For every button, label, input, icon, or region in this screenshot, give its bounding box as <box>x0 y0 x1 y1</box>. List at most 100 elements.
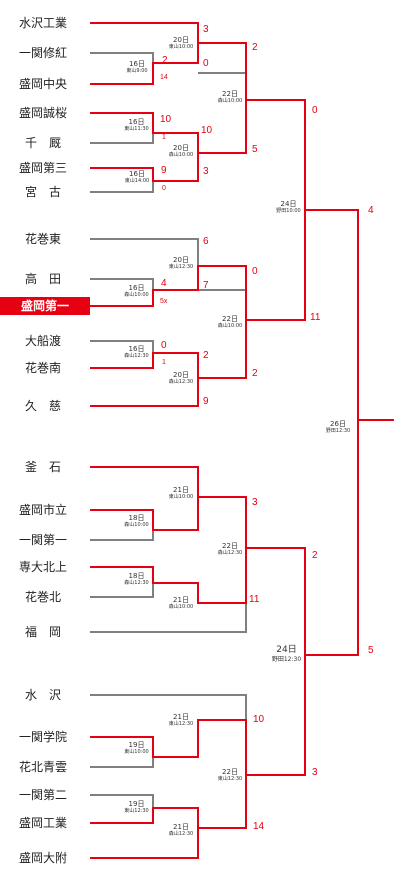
line-sendaikitakami <box>90 420 359 656</box>
game-label: 16日東山11:30 <box>124 118 149 132</box>
line-kamaishi <box>90 466 247 548</box>
team-ichinosekigakuin: 一関学院 <box>18 730 67 744</box>
team-hanamakihigashi: 花巻東 <box>24 232 61 246</box>
line-ichinoseki2 <box>90 794 154 808</box>
team-moriokachuo: 盛岡中央 <box>18 77 67 91</box>
line-mizusawakogyo <box>90 22 247 100</box>
score: 11 <box>249 594 260 605</box>
score: 11 <box>310 312 321 323</box>
team-ichinosekidaiichi: 一関第一 <box>18 533 67 547</box>
line-kuji <box>90 378 199 407</box>
game-label: 21日森山10:00 <box>168 596 194 610</box>
line-takata <box>90 278 154 290</box>
score: 2 <box>312 550 318 561</box>
game-label: 20日東山10:00 <box>168 36 194 50</box>
line-moriokadaiichi <box>90 210 306 321</box>
line-moriokashiritsu <box>90 497 199 531</box>
line-moriokakogyo <box>90 775 247 829</box>
team-ichinosekishuko: 一関修紅 <box>18 46 67 60</box>
line-g10-loser <box>246 99 306 210</box>
score: 0 <box>203 58 209 69</box>
line-senmaya <box>90 133 154 144</box>
line-moriokadaifu <box>90 828 199 859</box>
game-label: 16日東山9:00 <box>126 60 148 74</box>
team-sendaikitakami: 専大北上 <box>18 560 67 574</box>
score: 10 <box>253 714 265 725</box>
team-miyako: 宮 古 <box>24 185 61 199</box>
team-mizusawakogyo: 水沢工業 <box>18 16 67 30</box>
team-moriokakogyo: 盛岡工業 <box>18 816 67 830</box>
score: 9 <box>161 165 167 176</box>
game-label: 19日東山12:30 <box>124 800 149 814</box>
team-moriokadaisan: 盛岡第三 <box>18 161 67 175</box>
team-ofunato: 大船渡 <box>24 334 61 348</box>
team-moriokadaifu: 盛岡大附 <box>18 851 67 865</box>
score: 0 <box>162 185 166 192</box>
game-label: 24日野田10:00 <box>276 200 301 214</box>
team-moriokashiritsu: 盛岡市立 <box>18 503 67 517</box>
team-mizusawa: 水 沢 <box>24 688 61 702</box>
team-ichinosekidaini: 一関第二 <box>18 788 67 802</box>
score: 9 <box>203 396 209 407</box>
line-moriokadaisan <box>90 153 199 182</box>
team-fukuoka: 福 岡 <box>24 625 61 639</box>
team-kuji: 久 慈 <box>24 399 61 413</box>
game-label: 18日森山10:00 <box>124 514 149 528</box>
line-g10-winner <box>246 99 359 420</box>
score: 3 <box>252 497 258 508</box>
game-label: 16日東山14:00 <box>124 170 150 184</box>
game-label: 18日森山12:30 <box>124 572 149 586</box>
score: 1 <box>162 359 166 366</box>
score: 2 <box>203 350 209 361</box>
line-moriokaseio <box>90 100 247 154</box>
score: 10 <box>201 125 213 136</box>
line-hanamakikita <box>90 583 154 598</box>
team-moriokadaiichi: 盛岡第一 <box>0 297 90 315</box>
game-label: 19日東山10:00 <box>124 741 149 755</box>
team-senmaya: 千 厩 <box>24 136 61 150</box>
score: 14 <box>160 74 168 81</box>
game-label: 16日森山10:00 <box>124 284 149 298</box>
game-label: 21日森山12:30 <box>168 823 194 837</box>
score: 4 <box>368 205 374 216</box>
score: 0 <box>252 266 258 277</box>
score: 3 <box>203 166 209 177</box>
game-label: 21日東山10:00 <box>168 486 194 500</box>
line-hanamakihigashi <box>90 238 199 266</box>
line-ichinoseki1 <box>90 530 154 541</box>
score: 7 <box>203 280 209 291</box>
score: 0 <box>312 105 318 116</box>
score: 3 <box>312 767 318 778</box>
line-ichinosekigakuin <box>90 655 306 776</box>
game-label: 22日森山10:00 <box>217 90 243 104</box>
team-hanakitaseiun: 花北青雲 <box>18 760 67 774</box>
game-label: 24日野田12:30 <box>271 645 302 663</box>
score: 2 <box>252 368 258 379</box>
game-label: 26日野田12:30 <box>325 420 351 434</box>
game-label: 22日森山10:00 <box>217 315 243 329</box>
game-label: 20日森山10:00 <box>168 144 194 158</box>
score: 2 <box>252 42 258 53</box>
score: 1 <box>162 134 166 141</box>
score: 5x <box>160 298 168 305</box>
score: 3 <box>203 24 209 35</box>
line-moriokachuo <box>90 43 199 85</box>
team-hanamakikita: 花巻北 <box>24 590 61 604</box>
line-miyako <box>90 181 154 193</box>
score: 4 <box>161 278 167 289</box>
score: 6 <box>203 236 209 247</box>
game-label: 22日森山12:30 <box>217 542 243 556</box>
game-label: 20日東山12:30 <box>168 256 194 270</box>
score: 5 <box>368 645 374 656</box>
line-ofunato <box>90 340 154 353</box>
team-takata: 高 田 <box>24 272 61 286</box>
team-hanamakiminami: 花巻南 <box>24 361 61 375</box>
game-label: 16日森山12:30 <box>124 345 149 359</box>
score: 2 <box>162 55 168 66</box>
score: 5 <box>252 144 258 155</box>
line-hanamakiminami <box>90 320 247 379</box>
score: 0 <box>161 340 167 351</box>
team-kamaishi: 釜 石 <box>24 460 61 474</box>
game-label: 20日森山12:30 <box>168 371 194 385</box>
